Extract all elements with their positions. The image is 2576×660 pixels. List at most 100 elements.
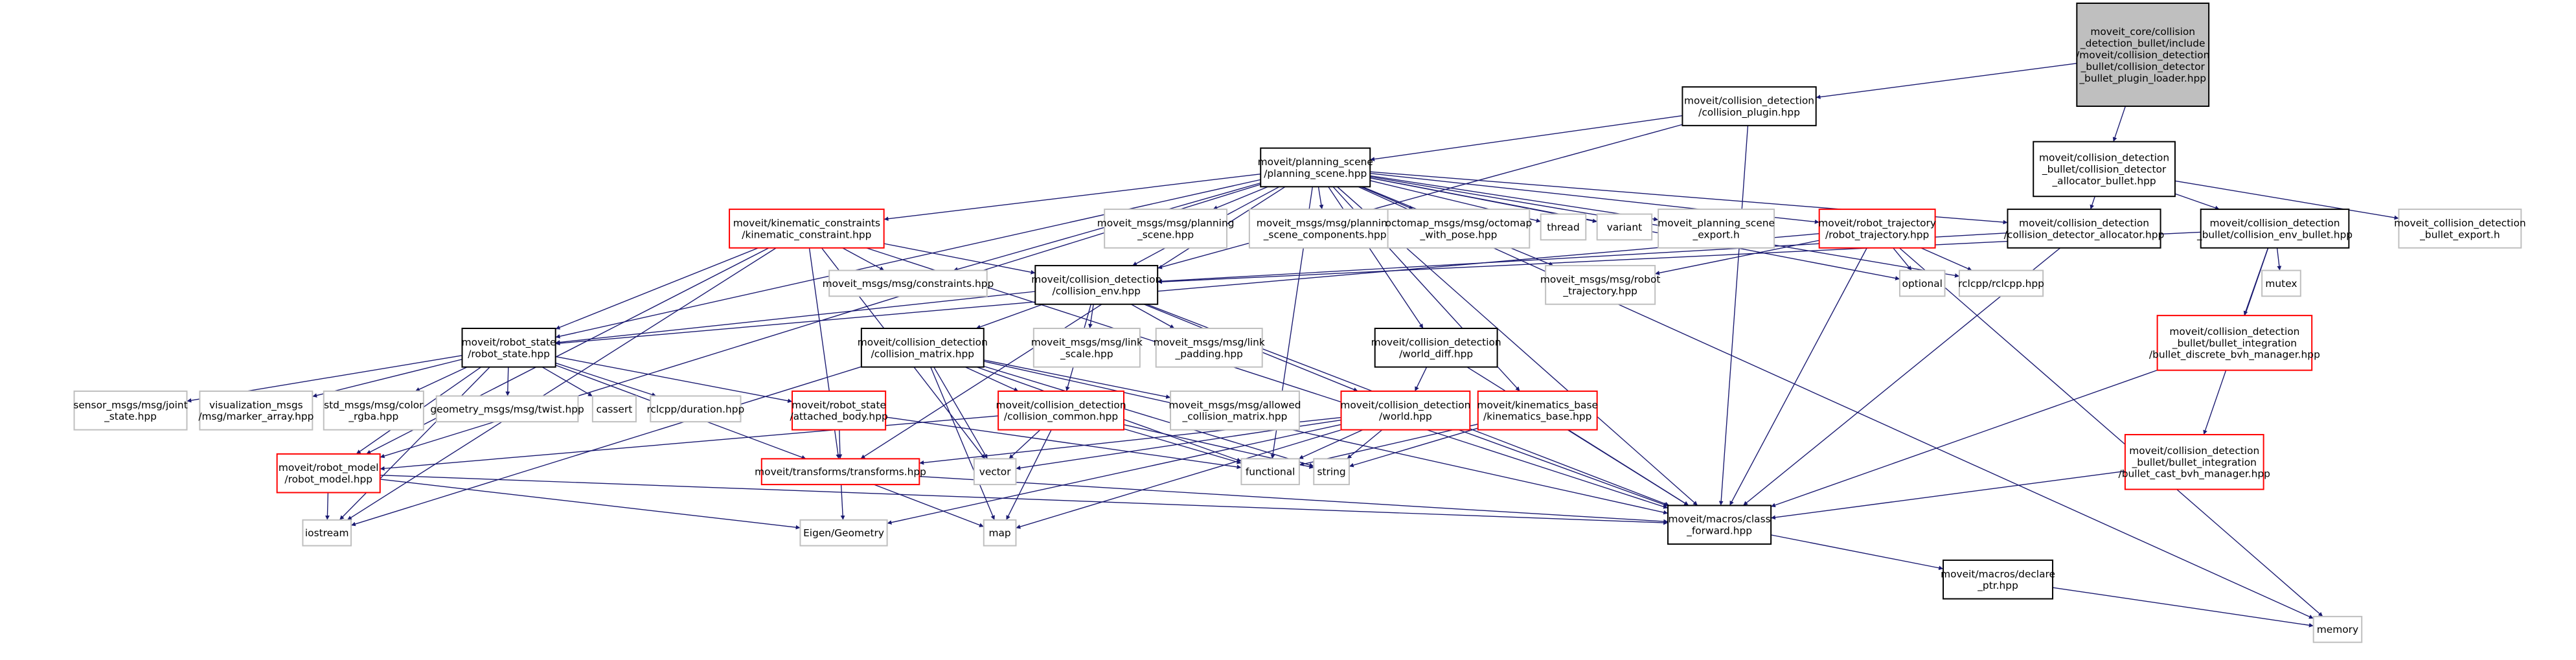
- node-ps-export: moveit_planning_scene_export.h: [1658, 209, 1775, 249]
- node-planning-scene[interactable]: moveit/planning_scene/planning_scene.hpp: [1258, 147, 1373, 188]
- node-label-line: /kinematics_base.hpp: [1483, 411, 1591, 423]
- node-label-line: string: [1317, 466, 1346, 478]
- node-collision-env[interactable]: moveit/collision_detection/collision_env…: [1031, 265, 1161, 305]
- node-mutex: mutex: [2261, 269, 2301, 297]
- node-label-line: _collision_matrix.hpp: [1182, 411, 1288, 423]
- edge-planning-scene-to-kinematic-constraint: [883, 173, 1261, 222]
- node-map: map: [983, 519, 1017, 547]
- node-label-line: variant: [1607, 222, 1642, 233]
- node-box: [2033, 141, 2176, 198]
- node-kinematic-constraint[interactable]: moveit/kinematic_constraints/kinematic_c…: [729, 209, 885, 249]
- edge-collision-matrix-to-allowed-matrix: [983, 359, 1171, 399]
- node-class-forward[interactable]: moveit/macros/class_forward.hpp: [1667, 505, 1772, 545]
- node-box: [983, 519, 1017, 547]
- node-robot-state[interactable]: moveit/robot_state/robot_state.hpp: [461, 328, 556, 368]
- node-world-diff[interactable]: moveit/collision_detection/world_diff.hp…: [1371, 328, 1501, 368]
- edge-collision-matrix-to-string: [983, 365, 1314, 468]
- node-attached-body[interactable]: moveit/robot_state/attached_body.hpp: [790, 390, 888, 431]
- node-collision-common[interactable]: moveit/collision_detection/collision_com…: [996, 390, 1126, 431]
- node-box: [323, 390, 424, 431]
- edge-allocator-bullet-to-detector-allocator: [2090, 196, 2095, 210]
- node-box: [1034, 265, 1159, 305]
- edge-robot-model-to-iostream: [325, 492, 330, 520]
- node-label-line: _bullet_plugin_loader.hpp: [2079, 73, 2206, 85]
- node-label-line: _bullet/collision_detector: [2042, 163, 2167, 176]
- node-label-line: sensor_msgs/msg/joint: [73, 399, 187, 411]
- edge-collision-env-to-link-padding: [1130, 304, 1175, 329]
- node-duration: rclcpp/duration.hpp: [646, 395, 744, 423]
- node-box: [650, 395, 742, 423]
- node-root[interactable]: moveit_core/collision_detection_bullet/i…: [2076, 2, 2209, 108]
- node-kinematics-base[interactable]: moveit/kinematics_base/kinematics_base.h…: [1477, 390, 1598, 431]
- edge-collision-matrix-to-iostream: [350, 366, 862, 527]
- edge-planning-scene-to-msg-components: [1317, 187, 1324, 210]
- node-msg-components: moveit_msgs/msg/planning_scene_component…: [1248, 209, 1402, 249]
- node-world[interactable]: moveit/collision_detection/world.hpp: [1340, 390, 1470, 431]
- node-declare-ptr[interactable]: moveit/macros/declare_ptr.hpp: [1941, 559, 2055, 600]
- node-vector: vector: [973, 458, 1017, 486]
- node-env-bullet[interactable]: moveit/collision_detection_bullet/collis…: [2196, 209, 2353, 249]
- node-transforms[interactable]: moveit/transforms/transforms.hpp: [755, 458, 926, 486]
- node-label-line: moveit_collision_detection: [2394, 217, 2526, 229]
- node-label-line: moveit/robot_trajectory: [1818, 217, 1936, 229]
- edge-kinematic-constraint-to-class-forward: [866, 247, 1669, 509]
- edge-planning-scene-to-msg-planning-scene: [1213, 186, 1269, 210]
- node-collision-matrix[interactable]: moveit/collision_detection/collision_mat…: [858, 328, 988, 368]
- edge-collision-plugin-to-collision-env: [1157, 124, 1683, 269]
- node-label-line: _state.hpp: [104, 411, 157, 423]
- node-box: [461, 328, 556, 368]
- node-label-line: moveit/kinematic_constraints: [733, 217, 880, 229]
- node-box: [1818, 209, 1936, 249]
- node-discrete-bvh[interactable]: moveit/collision_detection_bullet/bullet…: [2149, 315, 2320, 371]
- node-box: [435, 395, 579, 423]
- node-label-line: optional: [1902, 278, 1943, 290]
- edge-env-bullet-to-mutex: [2276, 247, 2282, 271]
- edge-collision-matrix-to-map: [930, 367, 995, 521]
- node-box: [591, 395, 637, 423]
- node-box: [1477, 390, 1598, 431]
- edge-kinematic-constraint-to-collision-env: [883, 243, 1036, 275]
- node-cast-bvh[interactable]: moveit/collision_detection_bullet/bullet…: [2119, 434, 2270, 490]
- edge-world-to-functional: [1298, 429, 1363, 459]
- node-box: [997, 390, 1124, 431]
- node-label-line: /collision_plugin.hpp: [1698, 106, 1800, 119]
- node-box: [1387, 209, 1531, 249]
- node-box: [1240, 458, 1300, 486]
- edge-collision-matrix-to-vector: [933, 367, 988, 459]
- node-cassert: cassert: [591, 395, 637, 423]
- node-label-line: _scale.hpp: [1060, 348, 1113, 360]
- node-label-line: /planning_scene.hpp: [1264, 168, 1367, 180]
- node-link-scale: moveit_msgs/msg/link_scale.hpp: [1031, 328, 1143, 368]
- node-label-line: moveit/collision_detection: [1684, 95, 1814, 108]
- node-label-line: thread: [1547, 222, 1579, 233]
- node-box: [1958, 269, 2044, 297]
- node-label-line: moveit/collision_detection: [1371, 336, 1501, 348]
- node-label-line: moveit/macros/declare: [1941, 568, 2055, 580]
- node-label-line: _trajectory.hpp: [1562, 285, 1637, 297]
- node-box: [1596, 213, 1653, 241]
- node-robot-trajectory[interactable]: moveit/robot_trajectory/robot_trajectory…: [1818, 209, 1936, 249]
- edge-robot-state-to-duration: [555, 362, 657, 397]
- node-allowed-matrix: moveit_msgs/msg/allowed_collision_matrix…: [1168, 390, 1301, 431]
- node-label-line: std_msgs/msg/color: [324, 399, 424, 411]
- node-label-line: iostream: [305, 527, 349, 539]
- node-box: [1943, 559, 2054, 600]
- edge-declare-ptr-to-memory: [2052, 587, 2314, 628]
- node-label-line: Eigen/Geometry: [803, 527, 884, 539]
- edge-cast-bvh-to-class-forward: [1771, 470, 2125, 520]
- node-label-line: _detection_bullet/include: [2080, 38, 2206, 50]
- node-robot-model[interactable]: moveit/robot_model/robot_model.hpp: [276, 453, 381, 494]
- node-allocator-bullet[interactable]: moveit/collision_detection_bullet/collis…: [2033, 141, 2176, 198]
- node-link-padding: moveit_msgs/msg/link_padding.hpp: [1154, 328, 1265, 368]
- edge-robot-trajectory-to-rclcpp: [1921, 247, 1972, 271]
- node-collision-plugin[interactable]: moveit/collision_detection/collision_plu…: [1681, 86, 1817, 126]
- node-box: [792, 390, 887, 431]
- node-label-line: moveit/kinematics_base: [1477, 399, 1598, 411]
- node-box: [860, 328, 985, 368]
- node-constraints: moveit_msgs/msg/constraints.hpp: [823, 269, 994, 297]
- edge-world-to-map: [1016, 429, 1342, 529]
- node-detector-allocator[interactable]: moveit/collision_detection/collision_det…: [2004, 209, 2165, 249]
- node-label-line: rclcpp/rclcpp.hpp: [1958, 278, 2044, 290]
- edge-robot-trajectory-to-optional: [1893, 247, 1912, 271]
